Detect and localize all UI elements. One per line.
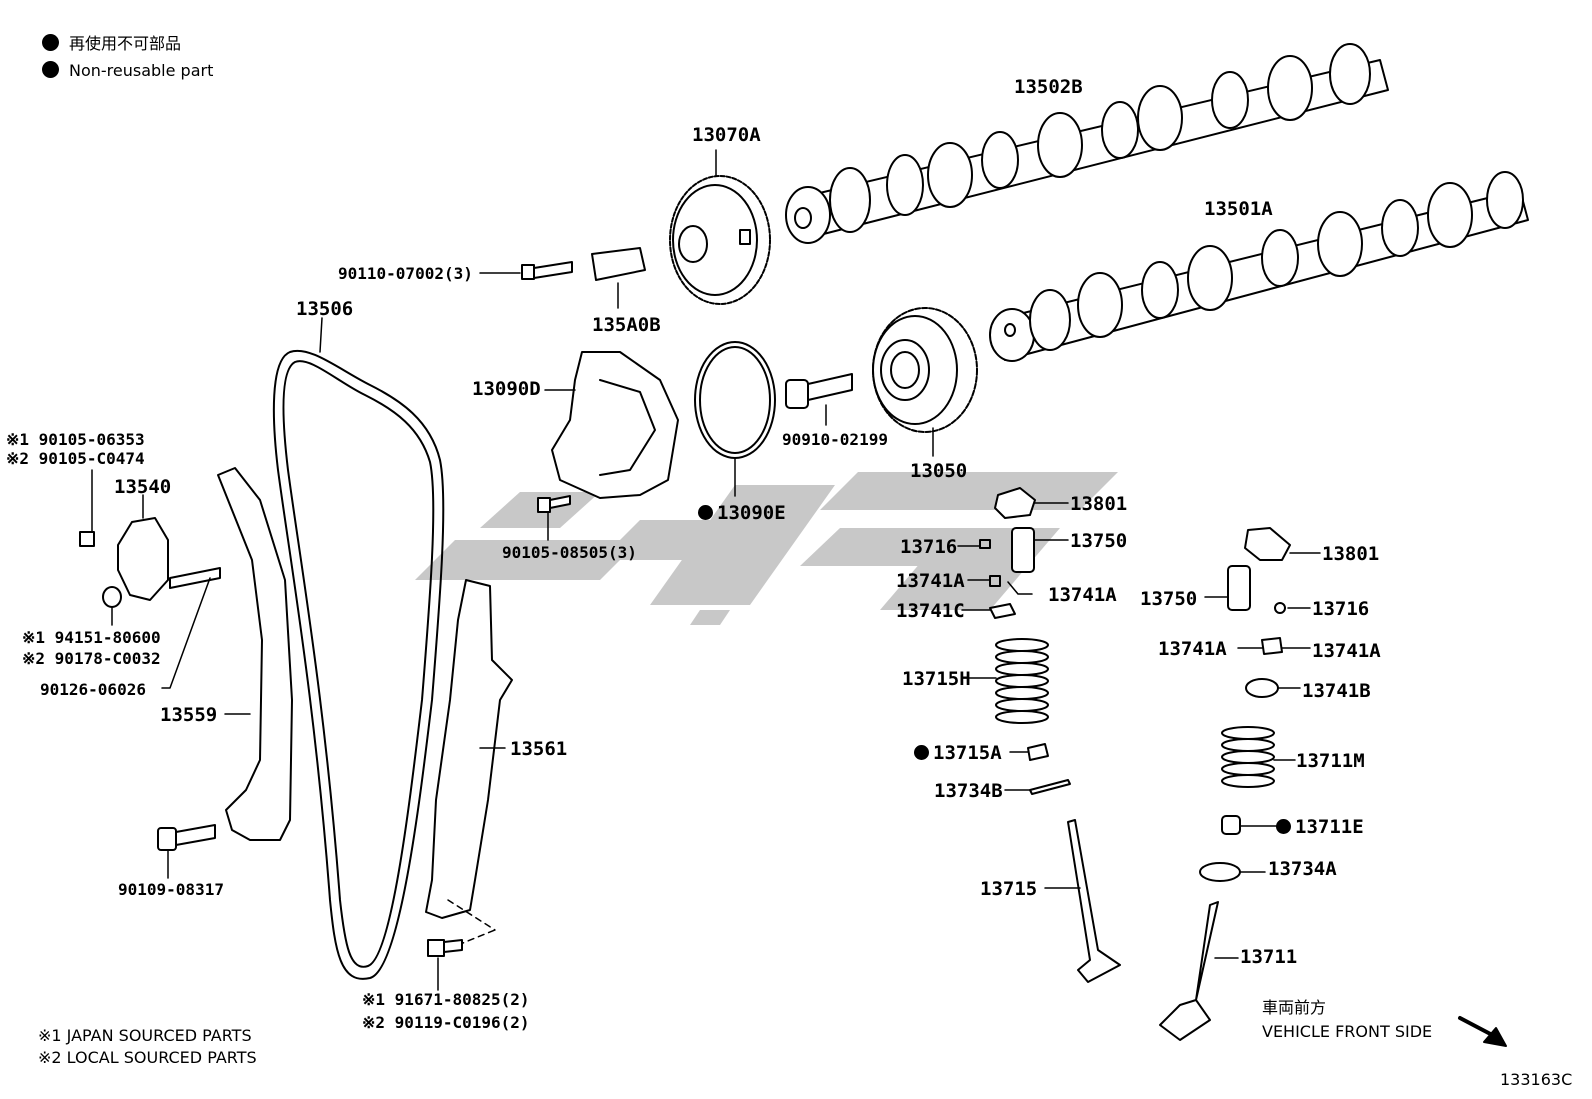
part-label-90910-02199[interactable]: 90910-02199 bbox=[782, 430, 888, 449]
front-arrow-icon bbox=[1458, 1016, 1507, 1047]
footnote-japan-sourced: ※1 JAPAN SOURCED PARTS bbox=[38, 1026, 252, 1045]
direction-japanese: 車両前方 bbox=[1262, 998, 1327, 1017]
part-label-13741c[interactable]: 13741C bbox=[896, 600, 965, 622]
part-label-13090d[interactable]: 13090D bbox=[472, 378, 541, 400]
part-label-ref2-90119-c0196[interactable]: ※2 90119-C0196(2) bbox=[362, 1013, 530, 1032]
part-label-13711e[interactable]: 13711E bbox=[1276, 818, 1364, 837]
bolt-90105-08505[interactable] bbox=[537, 495, 571, 541]
part-label-13734a[interactable]: 13734A bbox=[1268, 858, 1337, 880]
camshaft-13502b[interactable] bbox=[785, 43, 1389, 244]
part-label-13741a-left-1[interactable]: 13741A bbox=[896, 570, 965, 592]
legend-english: Non-reusable part bbox=[42, 61, 213, 79]
chain-slipper-13559[interactable] bbox=[217, 467, 293, 841]
non-reusable-dot-icon bbox=[914, 745, 929, 760]
part-label-13540[interactable]: 13540 bbox=[114, 476, 172, 498]
part-label-90110-07002[interactable]: 90110-07002(3) bbox=[338, 264, 473, 283]
part-label-13741a-right-1[interactable]: 13741A bbox=[1158, 638, 1227, 660]
oil-control-valve-135a0b[interactable] bbox=[591, 247, 646, 309]
part-label-13801-left[interactable]: 13801 bbox=[1070, 493, 1128, 515]
sprocket-13050[interactable] bbox=[872, 307, 978, 457]
gear-13070a[interactable] bbox=[669, 149, 771, 305]
bolt-90110[interactable] bbox=[479, 261, 573, 280]
part-label-13741a-left-2[interactable]: 13741A bbox=[1048, 584, 1117, 606]
diagram-id: 133163C bbox=[1500, 1070, 1573, 1089]
part-label-13501a[interactable]: 13501A bbox=[1204, 198, 1273, 220]
bolt-91671[interactable] bbox=[427, 939, 463, 991]
non-reusable-dot-icon bbox=[698, 505, 713, 520]
valve-train-right[interactable] bbox=[1159, 527, 1321, 1041]
gasket-13090e[interactable] bbox=[694, 341, 776, 497]
part-label-13750-right[interactable]: 13750 bbox=[1140, 588, 1198, 610]
part-label-135a0b[interactable]: 135A0B bbox=[592, 314, 661, 336]
part-label-13559[interactable]: 13559 bbox=[160, 704, 218, 726]
chain-13506[interactable] bbox=[272, 317, 445, 980]
non-reusable-dot-icon bbox=[42, 34, 59, 51]
cover-13090d[interactable] bbox=[544, 351, 679, 499]
part-label-13801-right[interactable]: 13801 bbox=[1322, 543, 1380, 565]
part-label-13741a-right-2[interactable]: 13741A bbox=[1312, 640, 1381, 662]
non-reusable-dot-icon bbox=[1276, 819, 1291, 834]
bolt-90910[interactable] bbox=[785, 373, 853, 426]
non-reusable-dot-icon bbox=[42, 61, 59, 78]
part-label-ref2-90105-c0474[interactable]: ※2 90105-C0474 bbox=[6, 449, 145, 468]
part-label-ref1-90105-06353[interactable]: ※1 90105-06353 bbox=[6, 430, 145, 449]
part-label-90126-06026[interactable]: 90126-06026 bbox=[40, 680, 146, 699]
part-label-90105-08505[interactable]: 90105-08505(3) bbox=[502, 543, 637, 562]
part-label-13715a[interactable]: 13715A bbox=[914, 744, 1002, 763]
part-label-13711[interactable]: 13711 bbox=[1240, 946, 1298, 968]
part-label-13711m[interactable]: 13711M bbox=[1296, 750, 1365, 772]
valve-train-left[interactable] bbox=[957, 487, 1121, 983]
legend-japanese: 再使用不可部品 bbox=[42, 34, 181, 52]
chain-guide-13561[interactable] bbox=[425, 579, 513, 946]
part-label-13741b[interactable]: 13741B bbox=[1302, 680, 1371, 702]
tensioner-13540[interactable] bbox=[79, 469, 221, 689]
camshaft-13501a[interactable] bbox=[989, 171, 1529, 362]
part-label-13506[interactable]: 13506 bbox=[296, 298, 354, 320]
part-label-ref2-90178-c0032[interactable]: ※2 90178-C0032 bbox=[22, 649, 161, 668]
part-label-13716-right[interactable]: 13716 bbox=[1312, 598, 1370, 620]
part-label-90109-08317[interactable]: 90109-08317 bbox=[118, 880, 224, 899]
part-label-13502b[interactable]: 13502B bbox=[1014, 76, 1083, 98]
part-label-13734b[interactable]: 13734B bbox=[934, 780, 1003, 802]
part-label-13070a[interactable]: 13070A bbox=[692, 124, 761, 146]
part-label-13750-left[interactable]: 13750 bbox=[1070, 530, 1128, 552]
part-label-13715[interactable]: 13715 bbox=[980, 878, 1038, 900]
part-label-13715h[interactable]: 13715H bbox=[902, 668, 971, 690]
direction-english: VEHICLE FRONT SIDE bbox=[1262, 1022, 1433, 1041]
part-label-13561[interactable]: 13561 bbox=[510, 738, 568, 760]
footnote-local-sourced: ※2 LOCAL SOURCED PARTS bbox=[38, 1048, 257, 1067]
part-label-ref1-94151-80600[interactable]: ※1 94151-80600 bbox=[22, 628, 161, 647]
bolt-90109-08317[interactable] bbox=[157, 824, 216, 879]
part-label-13050[interactable]: 13050 bbox=[910, 460, 968, 482]
part-label-ref1-91671-80825[interactable]: ※1 91671-80825(2) bbox=[362, 990, 530, 1009]
part-label-13716-left[interactable]: 13716 bbox=[900, 536, 958, 558]
part-label-13090e[interactable]: 13090E bbox=[698, 504, 786, 523]
